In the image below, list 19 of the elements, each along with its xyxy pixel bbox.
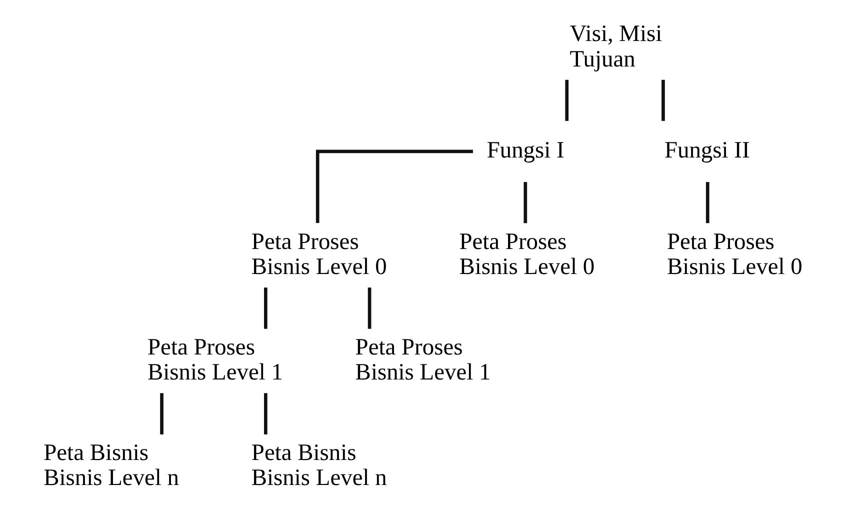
connector: [263, 392, 267, 434]
connector: [315, 149, 472, 223]
connector: [705, 182, 709, 223]
node-text: Fungsi I: [486, 137, 564, 164]
node-text: Peta Bisnis Bisnis Level n: [250, 440, 386, 491]
connector: [523, 182, 527, 223]
node-text: Peta Proses Bisnis Level 1: [354, 334, 490, 386]
connector: [160, 392, 163, 434]
node-text: Peta Proses Bisnis Level 0: [666, 228, 802, 280]
node-text: Fungsi II: [664, 137, 750, 164]
node-text: Peta Proses Bisnis Level 1: [147, 334, 282, 386]
node-text: Peta Proses Bisnis Level 0: [250, 228, 386, 280]
connector: [564, 79, 568, 120]
node-text: Visi, Misi Tujuan: [569, 20, 662, 72]
connector: [263, 287, 267, 328]
connector: [661, 79, 664, 120]
connector: [367, 287, 371, 328]
node-text: Peta Bisnis Bisnis Level n: [43, 440, 179, 491]
node-text: Peta Proses Bisnis Level 0: [458, 228, 594, 280]
